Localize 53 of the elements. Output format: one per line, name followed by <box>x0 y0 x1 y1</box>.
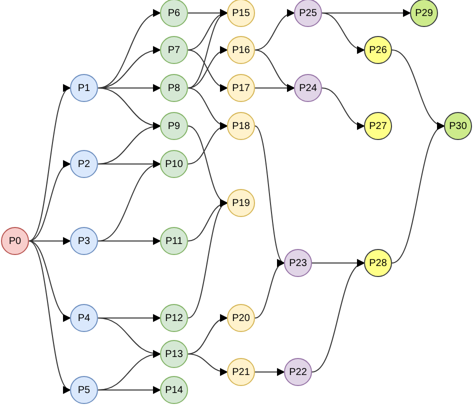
node-label: P15 <box>232 6 250 20</box>
node-label: P25 <box>299 6 317 20</box>
arrow <box>188 123 228 164</box>
node-label: P14 <box>165 384 183 398</box>
node-label: P23 <box>289 256 307 270</box>
arrow <box>254 126 285 264</box>
node-label: P1 <box>78 82 90 96</box>
arrow <box>188 315 228 354</box>
arrow <box>312 262 365 372</box>
node-label: P12 <box>165 312 183 326</box>
node-label: P22 <box>289 366 307 380</box>
node-label: P21 <box>232 366 250 380</box>
arrow <box>322 12 365 53</box>
arrow <box>322 88 365 129</box>
node-label: P20 <box>232 312 250 326</box>
node-label: P26 <box>369 44 387 58</box>
arrow <box>28 240 71 391</box>
arrow <box>322 9 411 17</box>
node-label: P11 <box>165 234 183 248</box>
node-label: P18 <box>232 120 250 134</box>
node-label: P10 <box>165 158 183 172</box>
arrow <box>98 237 161 245</box>
arrow <box>28 240 71 320</box>
node-label: P0 <box>8 234 22 248</box>
node-label: P17 <box>232 82 250 96</box>
node-label: P3 <box>78 234 90 248</box>
arrow <box>98 162 161 242</box>
arrow <box>28 87 71 242</box>
node-label: P13 <box>165 348 183 362</box>
arrow <box>188 11 228 88</box>
node-label: P27 <box>369 120 387 134</box>
arrow <box>98 386 161 394</box>
node-label: P5 <box>78 384 90 398</box>
node-label: P4 <box>78 312 90 326</box>
arrow <box>28 162 71 242</box>
arrow <box>254 84 295 92</box>
node-label: P29 <box>415 6 433 20</box>
arrow <box>188 354 228 376</box>
node-label: P19 <box>232 196 250 210</box>
node-label: P30 <box>449 120 467 134</box>
node-label: P2 <box>78 158 90 172</box>
node-label: P9 <box>168 120 180 134</box>
node-label: P6 <box>168 6 180 20</box>
node-label: P16 <box>232 44 250 58</box>
arrow <box>28 237 71 245</box>
arrow <box>254 368 285 376</box>
node-label: P8 <box>168 82 180 96</box>
node-label: P7 <box>168 44 180 58</box>
arrow <box>254 261 285 318</box>
node-label: P24 <box>299 82 317 96</box>
node-label: P28 <box>369 256 387 270</box>
arrow <box>254 10 295 50</box>
arrow <box>392 125 445 264</box>
